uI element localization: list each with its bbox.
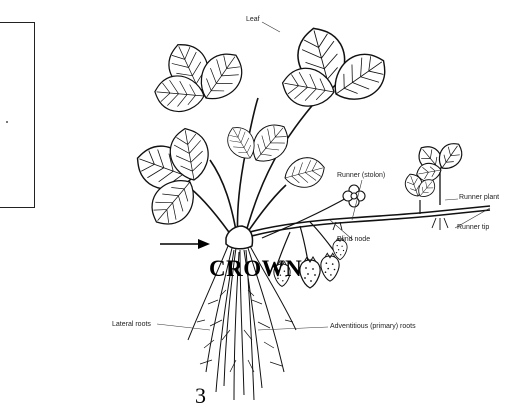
flower bbox=[343, 185, 365, 207]
crown-arrow bbox=[160, 239, 210, 249]
leaf-cluster-top-left bbox=[153, 37, 251, 114]
crown-callout-label: CROWN bbox=[209, 256, 302, 282]
leaf-cluster-runner-plant bbox=[402, 138, 467, 200]
label-lateral-roots: Lateral roots bbox=[112, 321, 151, 328]
label-runner-plant: Runner plant bbox=[459, 194, 499, 201]
label-blind-node: Blind node bbox=[337, 236, 370, 243]
crown-body bbox=[226, 226, 253, 249]
leaf-cluster-left bbox=[130, 125, 212, 234]
lateral-roots bbox=[197, 290, 293, 372]
label-adventitious-roots: Adventitious (primary) roots bbox=[330, 323, 416, 330]
label-runner-tip: Runner tip bbox=[457, 224, 489, 231]
label-leaf: Leaf bbox=[246, 16, 260, 23]
label-runner-stolon: Runner (stolon) bbox=[337, 172, 385, 179]
leaf-cluster-top-right bbox=[279, 22, 395, 111]
runner-stolon bbox=[250, 172, 490, 236]
page-number: 3 bbox=[195, 383, 206, 409]
leaf-cluster-center bbox=[222, 117, 328, 193]
